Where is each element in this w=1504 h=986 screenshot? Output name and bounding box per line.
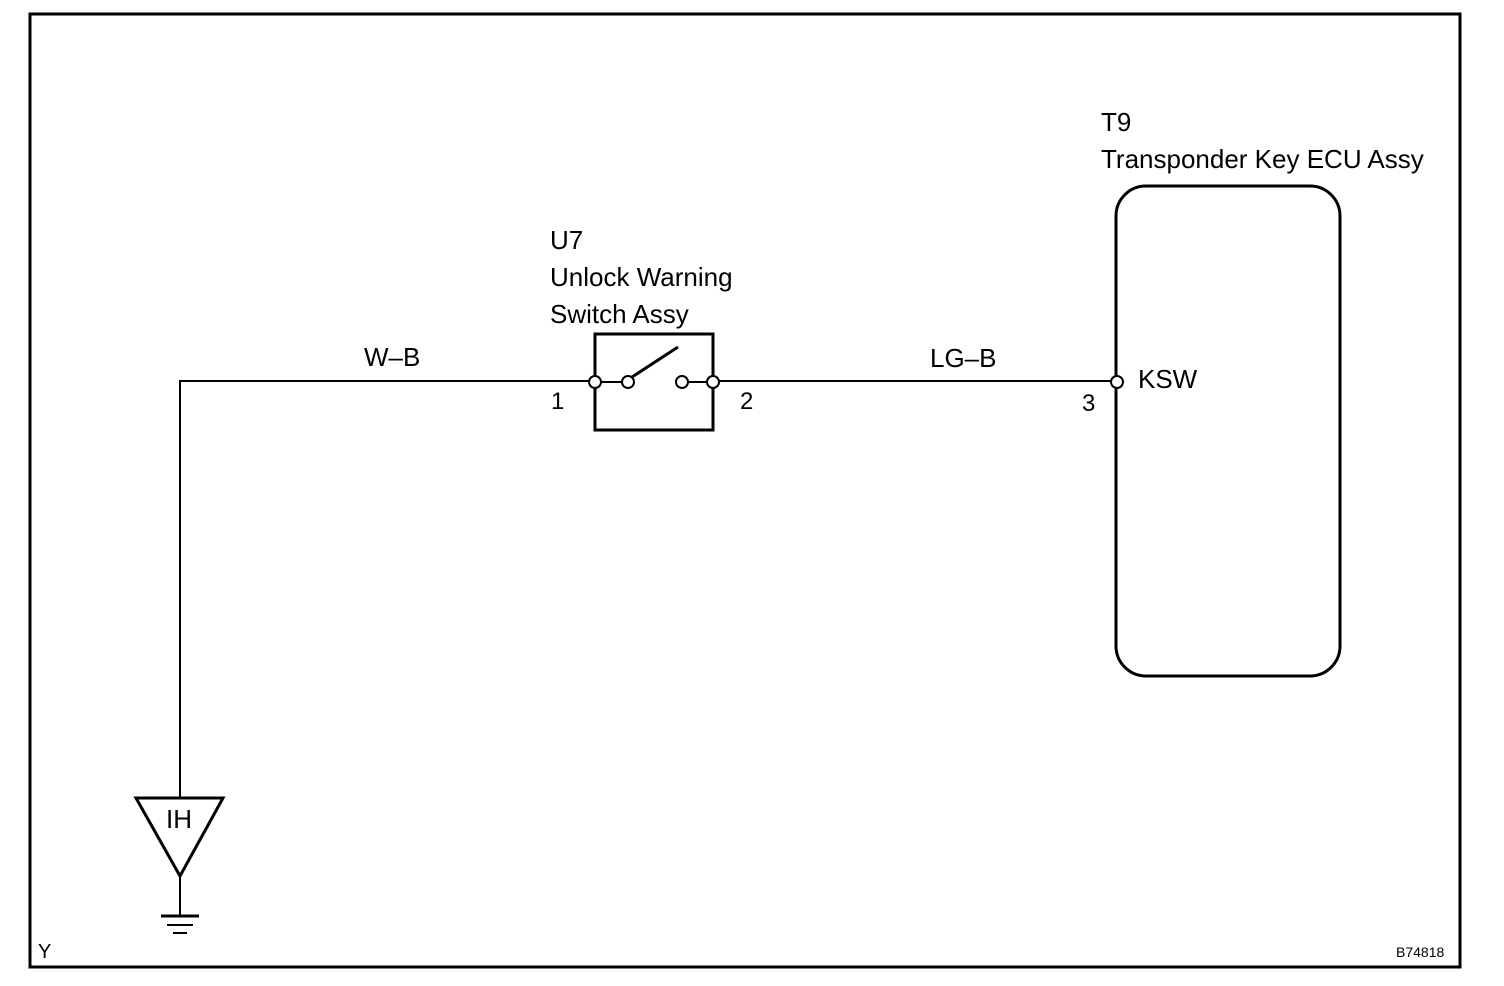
diagram-frame (28, 12, 1462, 969)
ground-symbol (133, 796, 226, 934)
wire-label-w-b: W–B (364, 342, 420, 372)
switch-body (588, 332, 720, 432)
switch-name-line2: Switch Assy (550, 299, 689, 329)
ecu-terminal (1110, 375, 1124, 389)
wire-label-lg-b: LG–B (930, 343, 997, 373)
switch-name-line1: Unlock Warning (550, 262, 733, 292)
switch-pin-1: 1 (551, 388, 564, 415)
ecu-id: T9 (1101, 107, 1131, 137)
switch-id: U7 (550, 225, 583, 255)
ground-label: IH (166, 804, 192, 834)
ecu-body (1114, 184, 1342, 678)
wire-w-b (179, 380, 590, 798)
corner-label-left: Y (38, 941, 51, 963)
ecu-terminal-label: KSW (1138, 364, 1198, 394)
ecu-pin-3: 3 (1082, 390, 1095, 417)
figure-code: B74818 (1396, 944, 1444, 960)
ecu-name: Transponder Key ECU Assy (1101, 144, 1424, 174)
switch-pin-2: 2 (740, 388, 753, 415)
